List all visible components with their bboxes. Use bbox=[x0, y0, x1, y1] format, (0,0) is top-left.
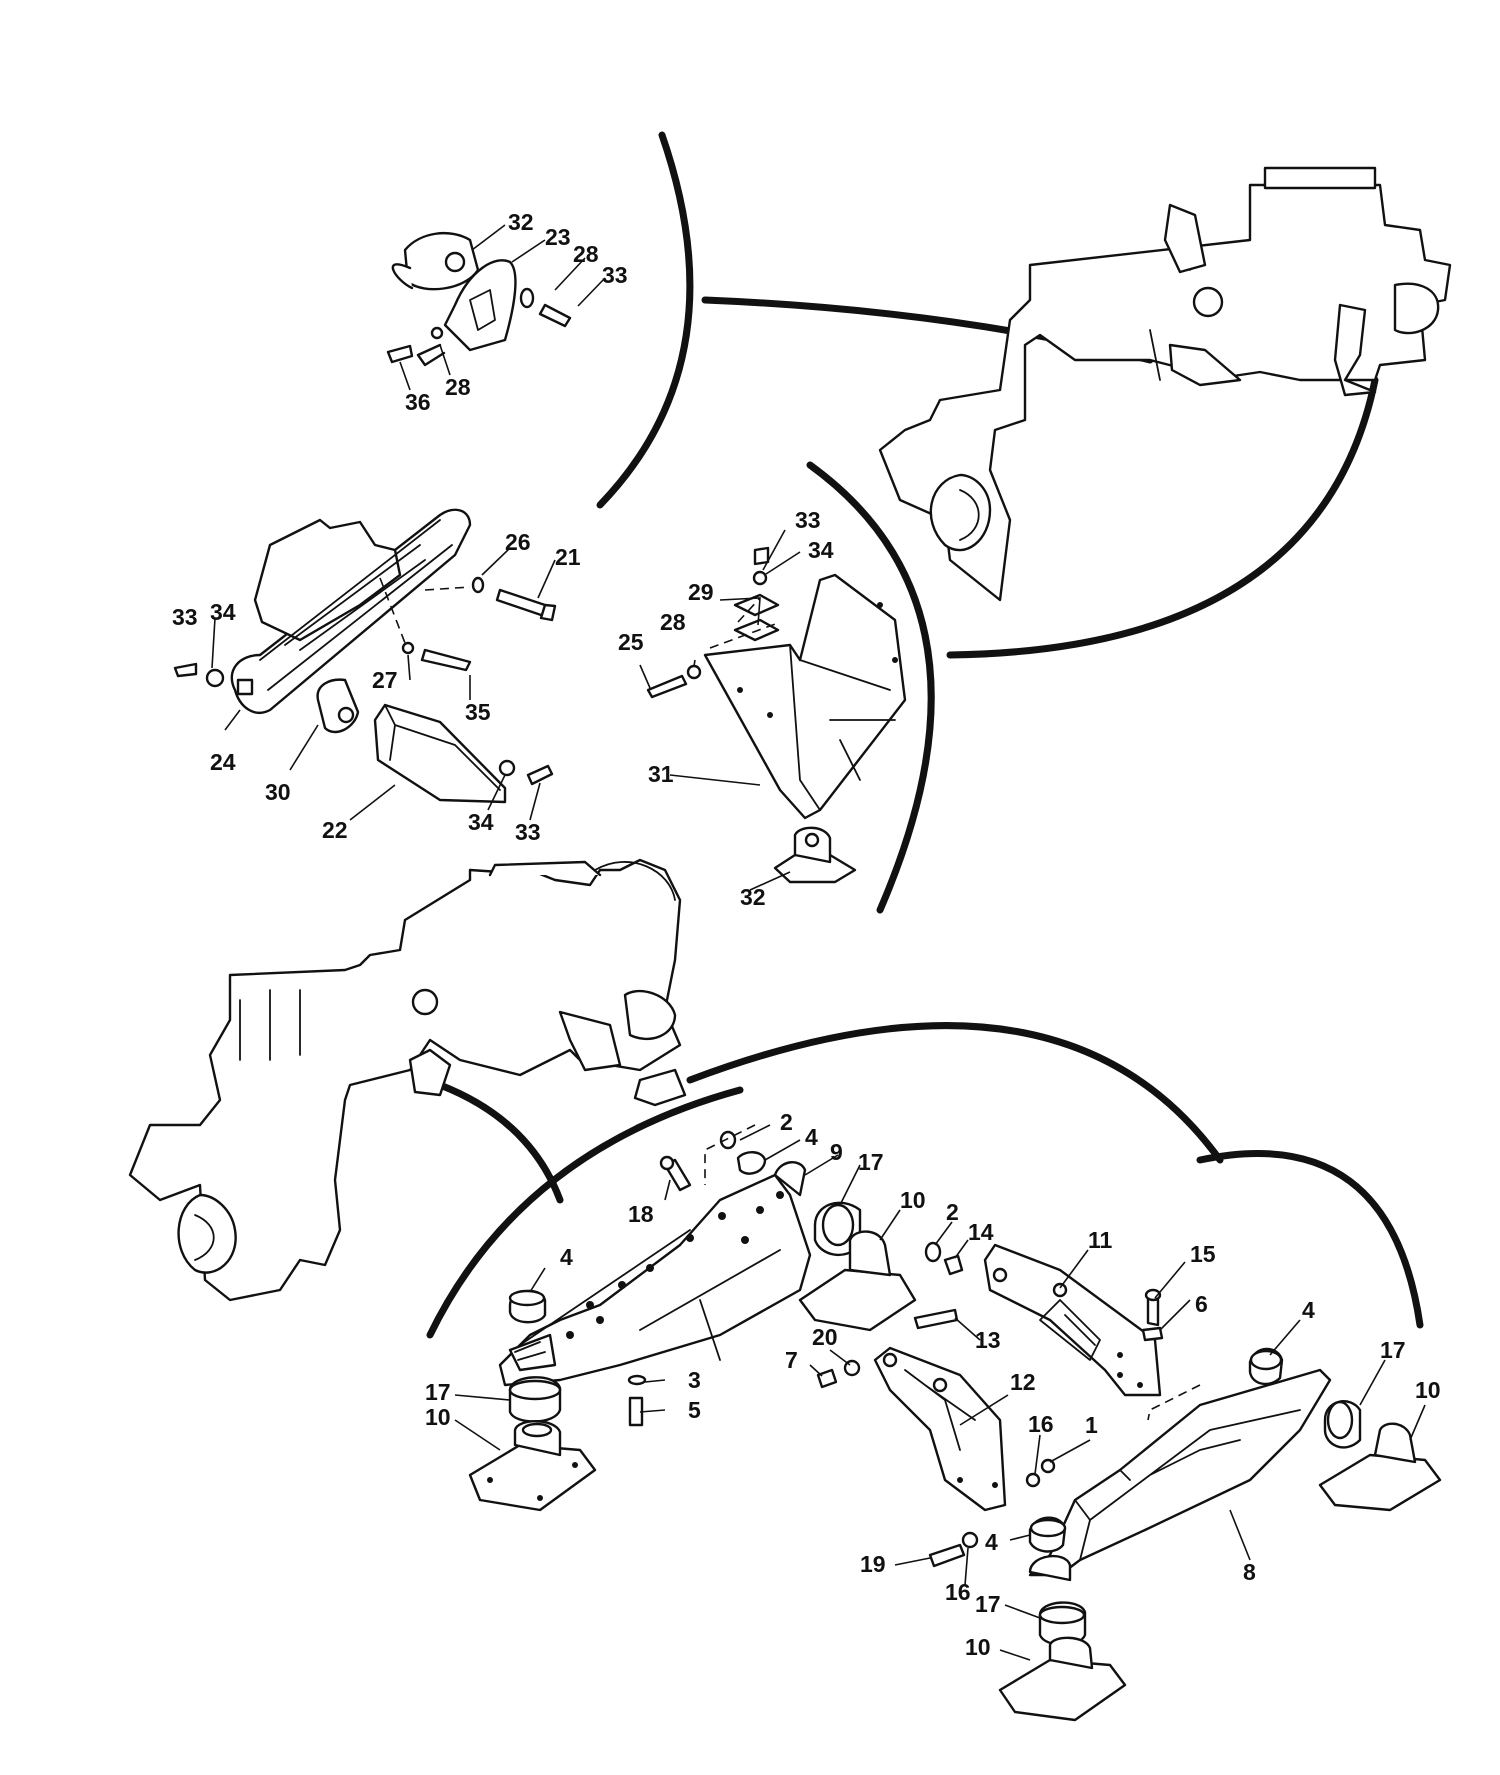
callout-label: 27 bbox=[372, 667, 398, 693]
callout-label: 28 bbox=[573, 241, 599, 267]
callout-label: 18 bbox=[628, 1201, 654, 1227]
callout-label: 17 bbox=[1380, 1337, 1406, 1363]
arc-upper-right bbox=[946, 376, 1379, 659]
callout-arcs bbox=[426, 131, 1424, 1339]
callout-label: 32 bbox=[508, 209, 534, 235]
callout-label: 11 bbox=[1088, 1227, 1113, 1253]
mount-group-lower bbox=[468, 1124, 1442, 1722]
callout-label: 29 bbox=[688, 579, 714, 605]
callout-label: 12 bbox=[1010, 1369, 1036, 1395]
arc-lower-connector bbox=[436, 1081, 564, 1204]
callout-label: 6 bbox=[1195, 1291, 1208, 1317]
callout-label: 33 bbox=[172, 604, 198, 630]
mount-group-upper-left bbox=[386, 232, 572, 367]
callout-label: 10 bbox=[425, 1404, 451, 1430]
callout-label: 5 bbox=[688, 1397, 701, 1423]
leader-lines bbox=[211, 224, 1426, 1661]
callout-label: 34 bbox=[210, 599, 236, 625]
callout-label: 17 bbox=[858, 1149, 884, 1175]
callout-label: 36 bbox=[405, 389, 431, 415]
callout-label: 4 bbox=[805, 1124, 818, 1150]
callout-label: 22 bbox=[322, 817, 348, 843]
callout-label: 17 bbox=[425, 1379, 451, 1405]
callout-label: 35 bbox=[465, 699, 491, 725]
callout-label: 28 bbox=[660, 609, 686, 635]
pedestal-10-bottom bbox=[998, 1658, 1127, 1722]
callout-label: 8 bbox=[1243, 1559, 1256, 1585]
mount-group-middle bbox=[646, 546, 907, 884]
engine-upper-right bbox=[878, 166, 1452, 602]
callout-label: 1 bbox=[1085, 1412, 1098, 1438]
callout-label: 19 bbox=[860, 1551, 886, 1577]
callout-label: 3 bbox=[688, 1367, 701, 1393]
callout-label: 25 bbox=[618, 629, 644, 655]
callout-label: 2 bbox=[946, 1199, 959, 1225]
mount-rail-left bbox=[498, 1173, 812, 1387]
callout-label: 4 bbox=[560, 1244, 573, 1270]
callout-label: 15 bbox=[1190, 1241, 1216, 1267]
callout-label: 28 bbox=[445, 374, 471, 400]
callout-label: 7 bbox=[785, 1347, 798, 1373]
arc-lower-large bbox=[686, 1022, 1224, 1164]
callout-label: 9 bbox=[830, 1139, 843, 1165]
pedestal-10-right bbox=[1318, 1453, 1442, 1512]
callout-label: 4 bbox=[985, 1529, 998, 1555]
callout-label: 21 bbox=[555, 544, 581, 570]
mount-isolator-32-upper bbox=[403, 232, 480, 291]
callout-labels: 32 23 28 33 36 28 26 21 33 34 27 35 24 3… bbox=[172, 209, 1441, 1660]
callout-label: 24 bbox=[210, 749, 236, 775]
callout-label: 34 bbox=[808, 537, 834, 563]
callout-label: 16 bbox=[1028, 1411, 1054, 1437]
callout-label: 30 bbox=[265, 779, 291, 805]
callout-label: 13 bbox=[975, 1327, 1001, 1353]
callout-label: 23 bbox=[545, 224, 571, 250]
pedestal-10-middle bbox=[798, 1268, 917, 1332]
callout-label: 10 bbox=[965, 1634, 991, 1660]
arc-lower-right bbox=[1196, 1149, 1424, 1329]
mount-isolator-30 bbox=[316, 678, 360, 734]
engine-lower-left bbox=[128, 858, 687, 1302]
arc-middle bbox=[806, 461, 935, 914]
callout-label: 14 bbox=[968, 1219, 994, 1245]
callout-label: 2 bbox=[780, 1109, 793, 1135]
callout-label: 32 bbox=[740, 884, 766, 910]
bracket-11 bbox=[983, 1243, 1162, 1397]
callout-label: 10 bbox=[900, 1187, 926, 1213]
callout-label: 34 bbox=[468, 809, 494, 835]
bracket-23 bbox=[443, 259, 517, 352]
callout-label: 33 bbox=[602, 262, 628, 288]
callout-label: 33 bbox=[795, 507, 821, 533]
callout-label: 17 bbox=[975, 1591, 1001, 1617]
callout-label: 31 bbox=[648, 761, 674, 787]
callout-label: 10 bbox=[1415, 1377, 1441, 1403]
callout-label: 26 bbox=[505, 529, 531, 555]
mount-rail-8 bbox=[1028, 1368, 1332, 1577]
mount-group-middle-left bbox=[173, 508, 557, 804]
arc-upper-left bbox=[596, 131, 694, 509]
callout-label: 33 bbox=[515, 819, 541, 845]
callout-label: 4 bbox=[1302, 1297, 1315, 1323]
mount-bracket-31 bbox=[703, 573, 907, 820]
bracket-12 bbox=[873, 1346, 1007, 1512]
callout-label: 20 bbox=[812, 1324, 838, 1350]
callout-label: 16 bbox=[945, 1579, 971, 1605]
